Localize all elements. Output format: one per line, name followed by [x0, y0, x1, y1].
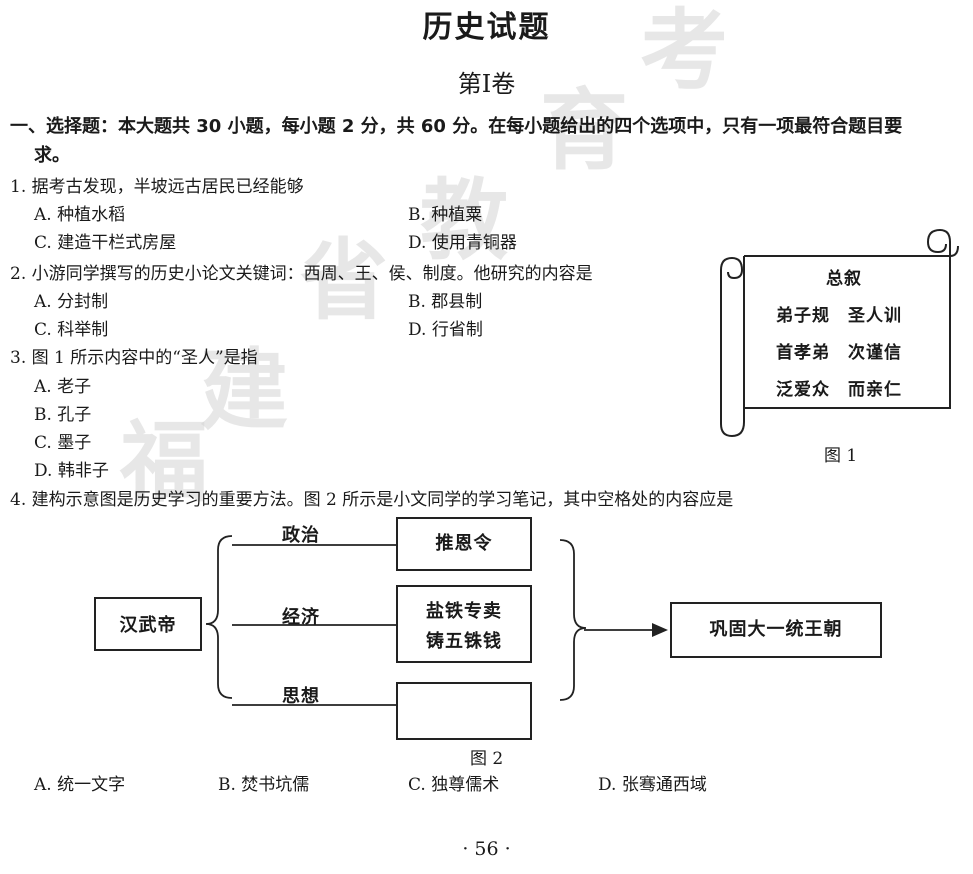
question-3-stem: 3. 图 1 所示内容中的“圣人”是指: [10, 348, 258, 368]
politics-policy-box: 推恩令: [396, 517, 532, 571]
branch-label-politics: 政治: [282, 525, 320, 546]
emperor-box: 汉武帝: [94, 597, 202, 651]
question-4-option-c[interactable]: C. 独尊儒术: [408, 775, 500, 795]
scroll-line-1: 弟子规 圣人训: [776, 306, 902, 326]
question-1-option-a[interactable]: A. 种植水稻: [34, 205, 126, 225]
branch-label-economy: 经济: [282, 607, 320, 628]
question-2-stem: 2. 小游同学撰写的历史小论文关键词：西周、王、侯、制度。他研究的内容是: [10, 264, 593, 284]
question-2-option-c[interactable]: C. 科举制: [34, 320, 109, 340]
watermark-char-3: 省: [300, 228, 389, 332]
question-3-option-b[interactable]: B. 孔子: [34, 405, 92, 425]
question-2-option-d[interactable]: D. 行省制: [408, 320, 483, 340]
question-1-option-c[interactable]: C. 建造干栏式房屋: [34, 233, 177, 253]
question-3-option-a[interactable]: A. 老子: [34, 377, 92, 397]
watermark-char-1: 福: [120, 410, 209, 514]
branch-label-thought: 思想: [282, 686, 320, 707]
watermark-char-4: 教: [420, 168, 509, 272]
scroll-line-3: 泛爱众 而亲仁: [776, 380, 902, 400]
watermark-char-2: 建: [200, 338, 289, 442]
question-1-option-d[interactable]: D. 使用青铜器: [408, 233, 517, 253]
question-4-option-a[interactable]: A. 统一文字: [34, 775, 126, 795]
section-instructions-cont: 求。: [34, 145, 70, 166]
question-3-option-d[interactable]: D. 韩非子: [34, 461, 109, 481]
question-2-option-a[interactable]: A. 分封制: [34, 292, 109, 312]
watermark-char-6: 考: [640, 0, 729, 102]
page-number: · 56 ·: [462, 838, 511, 860]
result-box: 巩固大一统王朝: [670, 602, 882, 658]
economy-policy-line-1: 盐铁专卖: [426, 601, 502, 622]
diagram-connectors: [205, 535, 668, 706]
scroll-heading: 总叙: [826, 269, 862, 289]
economy-policy-line-2: 铸五铢钱: [426, 631, 502, 652]
volume-subtitle: 第Ⅰ卷: [457, 70, 516, 98]
question-1-option-b[interactable]: B. 种植粟: [408, 205, 483, 225]
question-2-option-b[interactable]: B. 郡县制: [408, 292, 483, 312]
thought-policy-blank-box: [396, 682, 532, 740]
figure-2-caption: 图 2: [470, 749, 504, 769]
figure-1-caption: 图 1: [824, 446, 858, 466]
scroll-figure: [720, 228, 959, 438]
question-4-stem: 4. 建构示意图是历史学习的重要方法。图 2 所示是小文同学的学习笔记，其中空格…: [10, 490, 734, 510]
economy-policy-box: 盐铁专卖 铸五铢钱: [396, 585, 532, 663]
section-instructions: 一、选择题：本大题共 30 小题，每小题 2 分，共 60 分。在每小题给出的四…: [10, 116, 903, 137]
scroll-line-2: 首孝弟 次谨信: [776, 343, 902, 363]
watermark-char-5: 育: [540, 78, 629, 182]
question-4-option-b[interactable]: B. 焚书坑儒: [218, 775, 310, 795]
question-3-option-c[interactable]: C. 墨子: [34, 433, 92, 453]
question-1-stem: 1. 据考古发现，半坡远古居民已经能够: [10, 177, 304, 197]
page-title: 历史试题: [422, 10, 551, 45]
question-4-option-d[interactable]: D. 张骞通西域: [598, 775, 707, 795]
